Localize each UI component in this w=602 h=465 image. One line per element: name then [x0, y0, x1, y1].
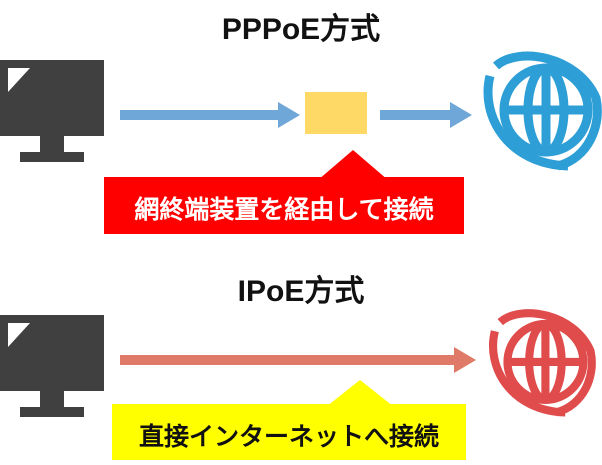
arrow-1	[120, 102, 300, 128]
ipoe-callout-text: 直接インターネットへ接続	[138, 422, 439, 451]
ipoe-title: IPoE方式	[237, 275, 365, 308]
network-terminal-device	[305, 92, 367, 134]
computer-monitor-icon	[0, 315, 104, 417]
globe-icon	[489, 309, 596, 417]
arrow-2	[380, 102, 472, 128]
pppoe-title: PPPoE方式	[221, 13, 381, 46]
arrow-3	[120, 347, 476, 373]
pppoe-callout: 網終端装置を経由して接続	[104, 177, 464, 234]
computer-monitor-icon	[0, 60, 104, 162]
callout-pointer-pppoe	[318, 150, 388, 180]
ipoe-callout: 直接インターネットへ接続	[112, 404, 466, 460]
callout-pointer-ipoe	[322, 380, 398, 410]
globe-icon	[483, 51, 602, 171]
pppoe-callout-text: 網終端装置を経由して接続	[134, 195, 434, 224]
